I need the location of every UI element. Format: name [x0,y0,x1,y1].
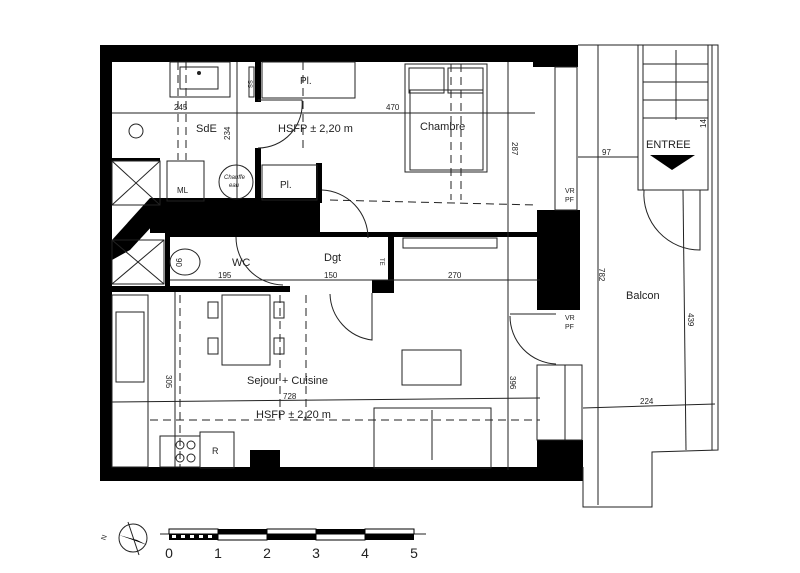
scale-tick-label: 3 [312,545,320,561]
doors [235,99,701,365]
compass-north-label: N [100,534,108,541]
dimension-lines [111,45,716,505]
vr-pf-label: PF [565,197,574,204]
dim-728: 728 [283,392,297,401]
dim-224: 224 [640,397,654,406]
chauffe-eau-label: eau [229,183,240,189]
scale-tick-label: 1 [214,545,222,561]
dim-287: 287 [510,142,519,156]
entrance-label: ENTREE [646,139,691,151]
dim-97: 97 [602,148,611,157]
placard-label: Pl. [300,76,312,87]
north-compass-icon: N [100,521,148,556]
dim-305: 305 [164,375,173,389]
internal-walls [100,62,537,468]
scale-tick-label: 5 [410,545,418,561]
hsfp-lines [150,62,540,467]
dim-234: 234 [223,126,232,140]
vr-pf-label: PF [565,324,574,331]
chauffe-eau-label: Chauffe [224,175,246,181]
height-label-sejour: HSFP ± 2,20 m [256,409,331,421]
windows [536,66,583,441]
height-label-chambre: HSFP ± 2,20 m [278,123,353,135]
entrance-arrow-icon [650,155,695,170]
vr-pf-label: VR [565,315,575,322]
dim-470: 470 [386,103,400,112]
outer-walls [100,45,583,481]
dim-14: 14 [699,119,708,128]
scale-tick-label: 2 [263,545,271,561]
fridge-label: R [212,446,219,456]
bed [404,63,488,173]
ml-label: ML [177,186,189,195]
stairs [637,44,709,191]
scale-bar: 0 1 2 3 4 5 [160,528,426,561]
te-label: TE [378,258,384,266]
dim-90: 90 [174,258,183,267]
dim-439: 439 [686,313,695,327]
placard-label: Pl. [280,180,292,191]
balcony-outline [578,44,719,508]
dim-195: 195 [218,271,232,280]
dim-245: 245 [174,103,188,112]
scale-tick-label: 0 [165,545,173,561]
vr-pf-label: VR [565,188,575,195]
dimension-labels: 245 470 234 287 97 14 782 439 195 150 27… [164,103,708,406]
shaft [111,160,165,285]
room-label-wc: WC [232,257,250,269]
dim-150: 150 [324,271,338,280]
scale-tick-label: 4 [361,545,369,561]
room-label-chambre: Chambre [420,121,465,133]
room-label-sejour: Sejour + Cuisine [247,375,328,387]
room-label-balcon: Balcon [626,290,660,302]
ss-label: SS [246,80,252,88]
dim-270: 270 [448,271,462,280]
dim-782: 782 [597,268,606,282]
room-label-sde: SdE [196,123,217,135]
bathroom-fixtures [128,61,356,276]
dim-396: 396 [508,376,517,390]
room-label-dgt: Dgt [324,252,341,264]
